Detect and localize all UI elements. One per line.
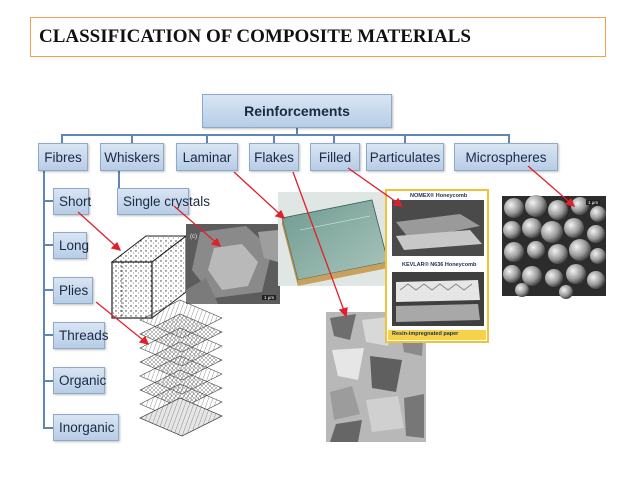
honeycomb-image [385,189,489,343]
node-flakes-label: Flakes [254,149,294,165]
plies-stack-image [139,299,223,437]
sphere-scale-bar: 1 µm [586,200,601,205]
node-fibres: Fibres [38,143,88,171]
connector-root-down [296,128,298,135]
node-laminar-label: Laminar [182,149,232,165]
connector-inorganic [43,427,53,429]
whisker-scale-bar: 1 µm [262,295,277,300]
node-inorganic: Inorganic [53,414,119,441]
node-whiskers: Whiskers [100,143,164,171]
laminar-panel-image [278,192,389,286]
kevlar-label: KEVLAR® N636 Honeycomb [402,262,477,268]
page-title: CLASSIFICATION OF COMPOSITE MATERIALS [39,26,471,47]
node-whiskers-label: Whiskers [104,149,160,165]
node-particulates: Particulates [366,143,444,171]
resin-label: Resin-impregnated paper [392,331,459,337]
node-plies-label: Plies [59,283,89,298]
connector-horizontal-bus [61,134,509,136]
connector-microspheres [508,134,510,144]
arrow-filled [347,167,403,207]
short-fibre-block-image [110,234,188,320]
node-organic: Organic [53,367,107,394]
arrow-single-crystals [173,205,221,247]
connector-plies [43,289,53,291]
connector-laminar [206,134,208,144]
node-long: Long [53,232,90,259]
node-short: Short [53,188,92,215]
node-threads-label: Threads [59,328,109,343]
node-long-label: Long [59,238,90,253]
connector-flakes [273,134,275,144]
arrow-short [77,211,121,251]
connector-whiskers [131,134,133,144]
connector-organic [43,380,53,382]
title-box: CLASSIFICATION OF COMPOSITE MATERIALS [30,17,606,57]
node-single-crystals-label: Single crystals [123,194,211,209]
node-organic-label: Organic [59,373,107,388]
connector-fibres [61,134,63,144]
node-reinforcements: Reinforcements [202,94,392,128]
node-flakes: Flakes [249,143,299,171]
connector-long [43,244,53,246]
node-fibres-label: Fibres [44,149,82,165]
svg-text:(c): (c) [190,234,197,240]
node-filled: Filled [310,143,360,171]
node-reinforcements-label: Reinforcements [244,103,350,119]
whisker-sem-image: (c) [186,224,280,304]
arrow-laminar [233,171,285,219]
node-laminar: Laminar [176,143,238,171]
node-single-crystals: Single crystals [117,188,210,215]
connector-threads [43,334,53,336]
nomex-label: NOMEX® Honeycomb [410,193,468,199]
arrow-plies [95,301,149,345]
microspheres-sem-image [502,195,606,299]
node-short-label: Short [59,194,92,209]
node-inorganic-label: Inorganic [59,420,115,435]
arrow-flakes [292,171,347,317]
red-arrows [77,165,576,345]
node-microspheres: Microspheres [454,143,558,171]
node-microspheres-label: Microspheres [465,149,547,165]
node-filled-label: Filled [318,149,352,165]
node-plies: Plies [53,277,93,304]
connector-fibres-vertical [43,171,45,429]
connector-particulates [404,134,406,144]
connector-whiskers-vertical [118,171,120,203]
connector-filled [333,134,335,144]
arrow-microspheres [527,165,575,207]
connector-short [43,200,53,202]
node-threads: Threads [53,322,109,349]
node-particulates-label: Particulates [369,149,441,165]
